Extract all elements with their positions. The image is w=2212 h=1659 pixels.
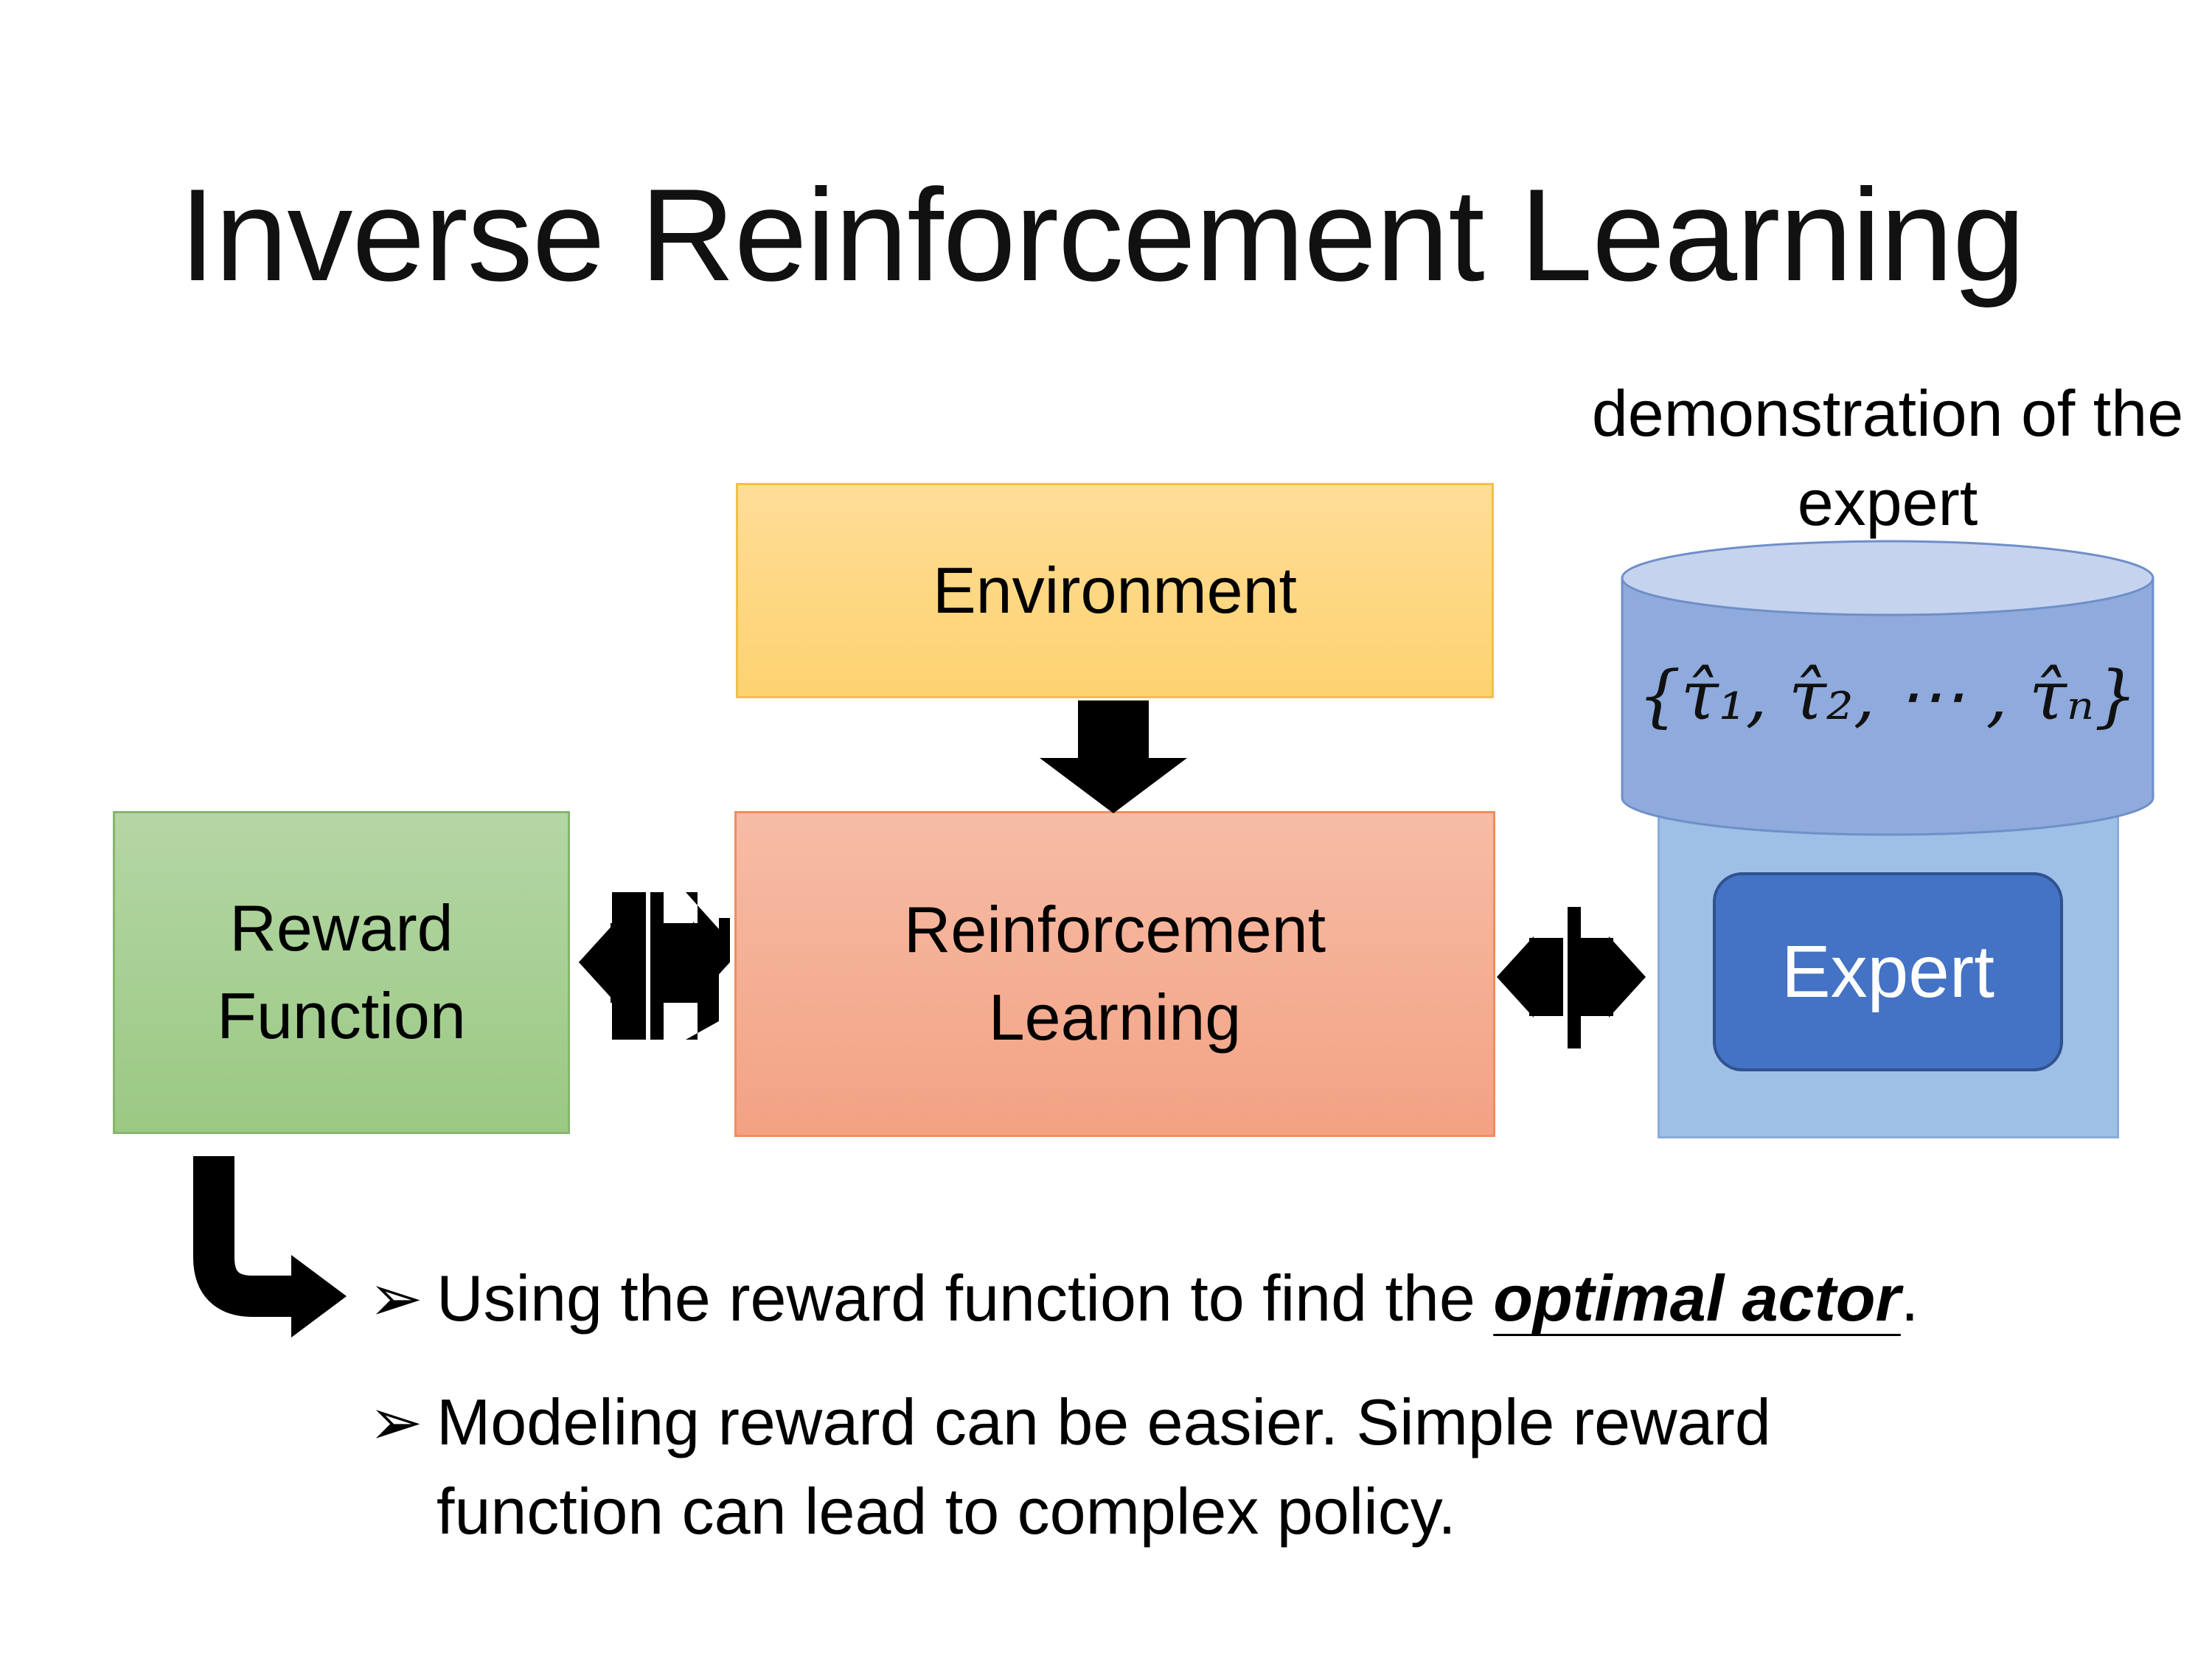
environment-label: Environment bbox=[932, 554, 1297, 627]
bullet-item: ➢Using the reward function to find the o… bbox=[369, 1253, 1919, 1343]
demonstration-label: demonstration of the expert bbox=[1591, 377, 2184, 540]
bullet-item: ➢Modeling reward can be easier. Simple r… bbox=[369, 1377, 1771, 1557]
reward-function-box: Reward Function bbox=[113, 811, 570, 1134]
expert-label: Expert bbox=[1781, 930, 1994, 1013]
down-arrow-icon bbox=[1040, 700, 1187, 813]
arrow-bullet-icon: ➢ bbox=[369, 1262, 423, 1335]
bullet-text-line1: Modeling reward can be easier. Simple re… bbox=[437, 1385, 1771, 1458]
bullet-text-line2: function can lead to complex policy. bbox=[437, 1475, 1456, 1548]
reinforcement-learning-label: Reinforcement Learning bbox=[903, 893, 1326, 1054]
bent-arrow-icon bbox=[193, 1156, 347, 1338]
reward-function-label: Reward Function bbox=[217, 891, 466, 1052]
environment-box: Environment bbox=[736, 483, 1494, 698]
left-right-arrow-icon bbox=[1497, 907, 1646, 1048]
left-right-arrow-icon bbox=[579, 892, 730, 1040]
expert-box: Expert bbox=[1713, 872, 2063, 1071]
demonstration-cylinder bbox=[1621, 540, 2154, 836]
demonstration-set-formula: {τ̂₁, τ̂₂, ⋯ , τ̂ₙ} bbox=[1638, 656, 2138, 735]
reinforcement-learning-box: Reinforcement Learning bbox=[734, 811, 1495, 1137]
arrow-bullet-icon: ➢ bbox=[369, 1385, 423, 1458]
bullet-text-end: . bbox=[1900, 1262, 1919, 1335]
slide-title: Inverse Reinforcement Learning bbox=[179, 161, 2025, 308]
bullet-text: Using the reward function to find the bbox=[437, 1262, 1494, 1335]
bullet-emphasis: optimal actor bbox=[1493, 1262, 1901, 1335]
